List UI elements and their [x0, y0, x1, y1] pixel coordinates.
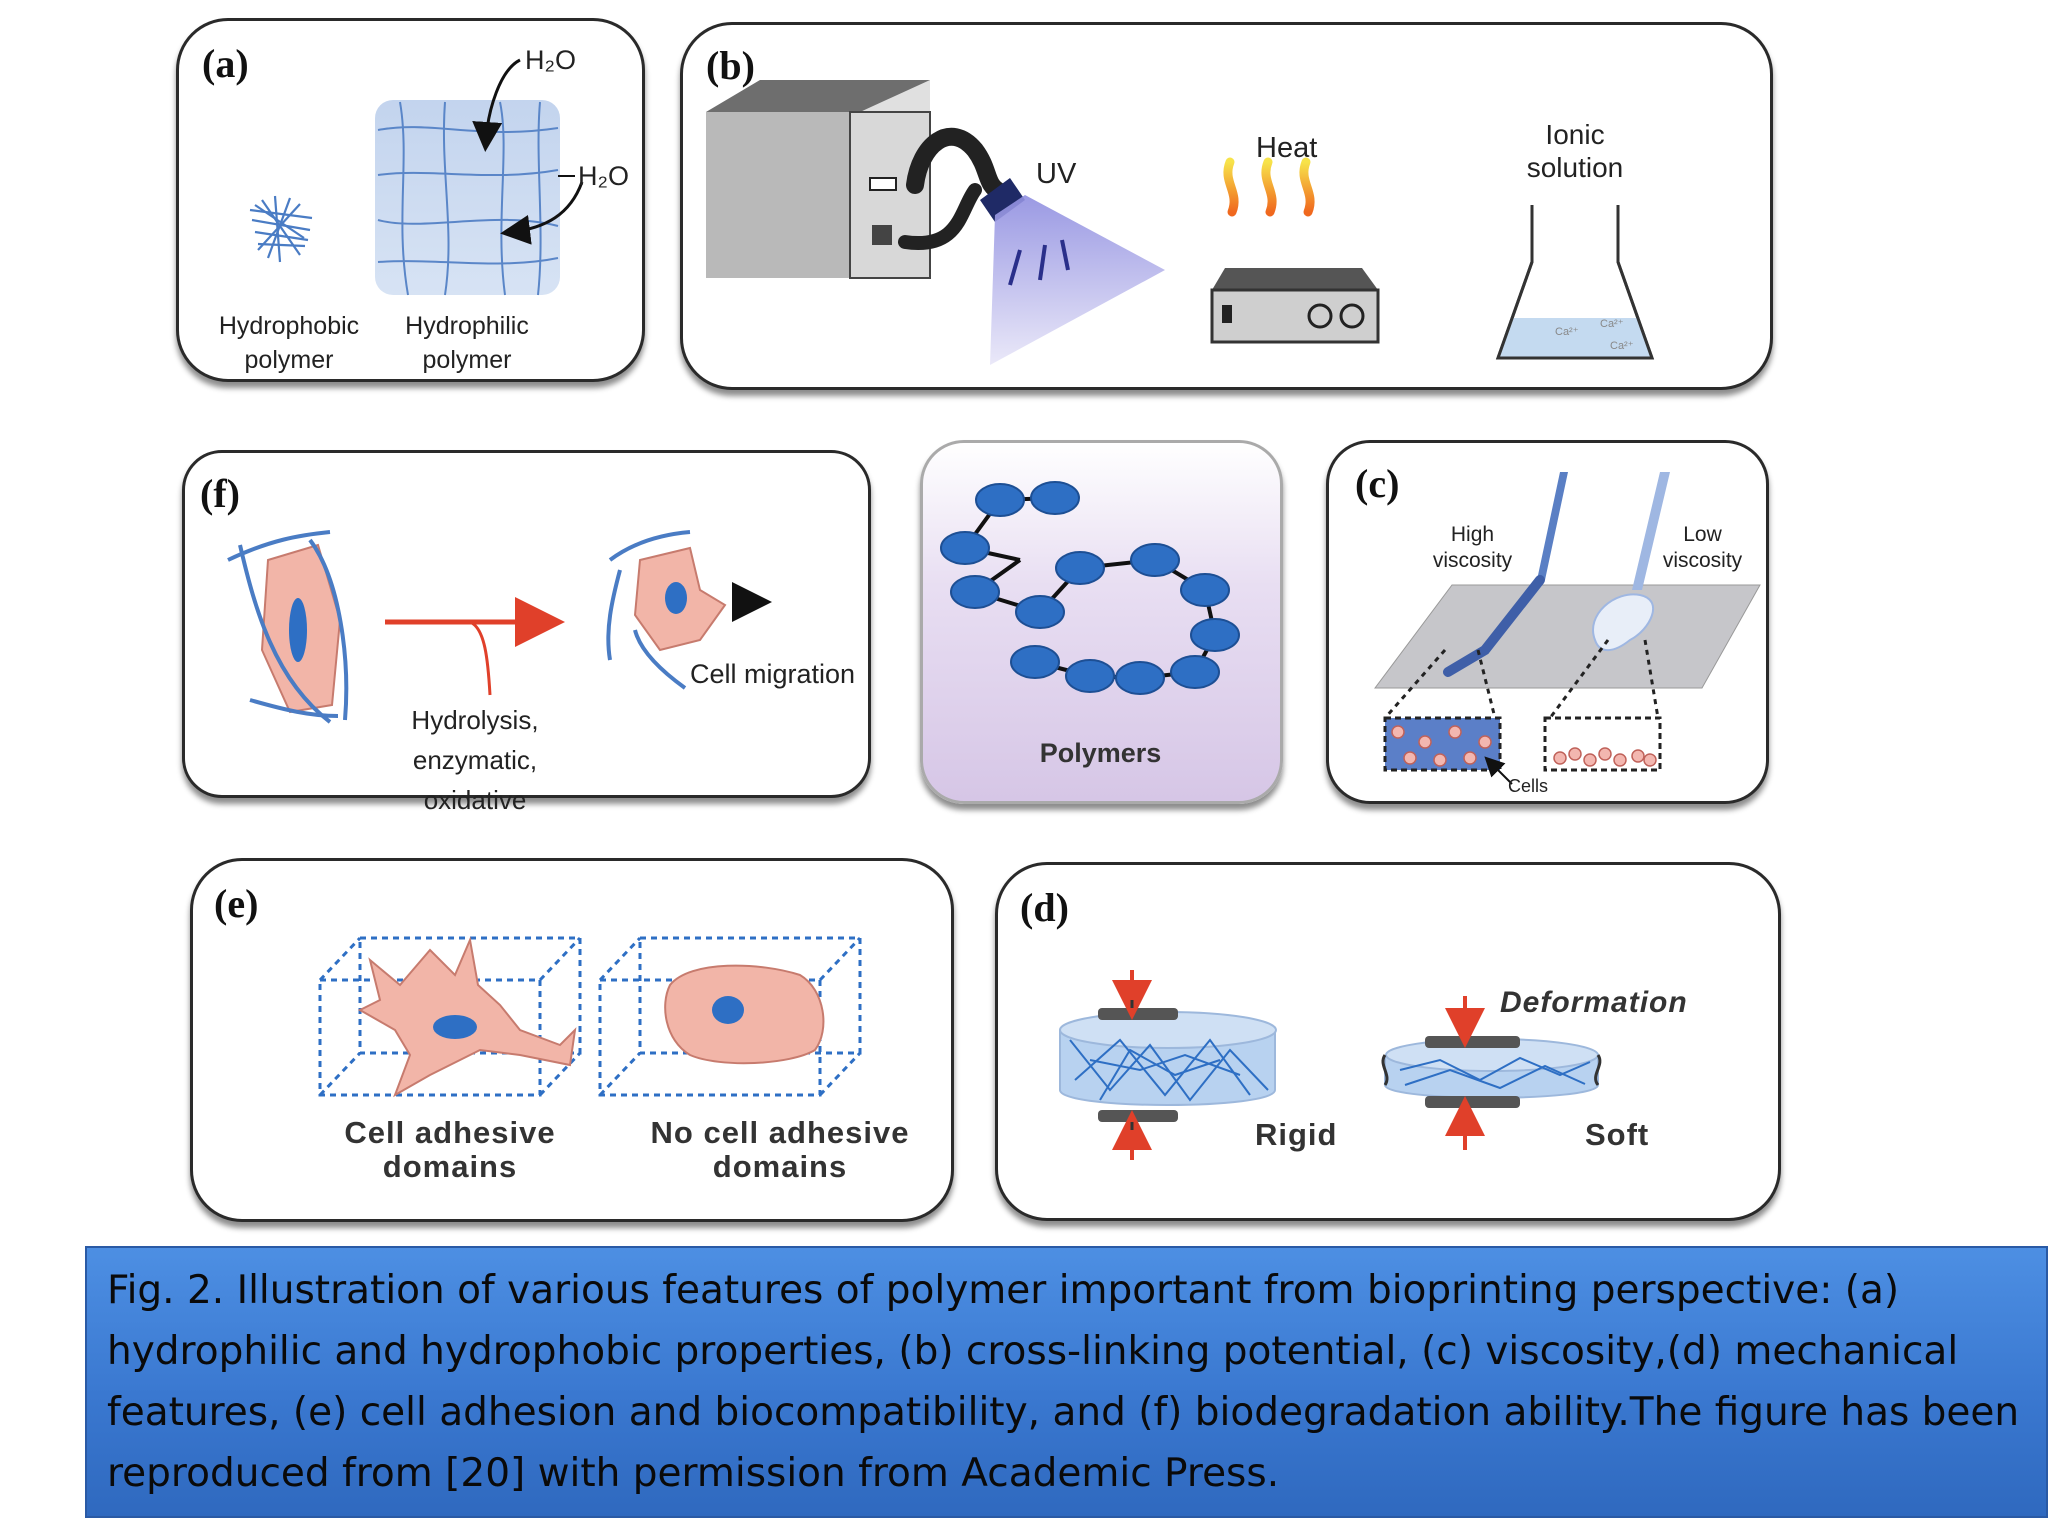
heat-label: Heat [1256, 132, 1318, 164]
panel-b-letter: (b) [706, 43, 755, 88]
water-label-top: H₂O [525, 45, 576, 75]
panel-c-letter: (c) [1355, 461, 1400, 506]
panel-e-letter: (e) [214, 881, 259, 926]
cell-migration-label: Cell migration [690, 659, 856, 689]
rigid-gel [1059, 970, 1277, 1160]
adhesive-domains-label: Cell adhesive domains [344, 1115, 556, 1184]
high-viscosity-label: High viscosity [1432, 523, 1513, 572]
water-arrow-top [472, 58, 521, 152]
uv-lamp [706, 80, 1165, 365]
ion-label-3: Ca²⁺ [1610, 340, 1634, 352]
deformation-label: Deformation [1500, 986, 1688, 1019]
high-viscosity-nozzle [1443, 472, 1568, 677]
rigid-label: Rigid [1255, 1117, 1338, 1152]
cell-after-degradation [606, 530, 727, 690]
figure-caption-box: Fig. 2. Illustration of various features… [85, 1246, 2048, 1518]
figure-caption: Fig. 2. Illustration of various features… [107, 1268, 2020, 1496]
degradation-arrow-branch [469, 620, 492, 696]
round-cell-nucleus [712, 996, 744, 1024]
hydrophobic-label: Hydrophobic polymer [218, 312, 360, 374]
soft-label: Soft [1585, 1117, 1650, 1152]
ion-label-2: Ca²⁺ [1600, 318, 1624, 330]
polymers-label: Polymers [1039, 738, 1162, 768]
round-cell [664, 964, 825, 1065]
hot-plate [1210, 157, 1380, 344]
cell-before-degradation [227, 530, 349, 724]
panel-a-letter: (a) [202, 41, 249, 86]
spread-cell-nucleus [433, 1015, 477, 1039]
cells-pointer [1484, 756, 1513, 785]
soft-gel [1381, 996, 1602, 1150]
hydrophilic-mesh [377, 101, 559, 296]
panel-f-letter: (f) [200, 471, 240, 516]
uv-label: UV [1036, 158, 1077, 190]
no-adhesive-domains-label: No cell adhesive domains [650, 1115, 910, 1184]
water-label-right: H₂O [578, 161, 629, 191]
panel-d-letter: (d) [1020, 885, 1069, 930]
low-viscosity-nozzle [1592, 472, 1670, 652]
hydrophilic-gel-block [375, 100, 560, 295]
cells-label: Cells [1508, 776, 1549, 796]
low-viscosity-label: Low viscosity [1662, 523, 1743, 572]
water-arrow-right [500, 181, 584, 245]
erlenmeyer-flask [1495, 205, 1655, 360]
ion-label-1: Ca²⁺ [1555, 326, 1579, 338]
hydrophobic-polymer-tangle [249, 195, 313, 263]
hydrophilic-label: Hydrophilic polymer [405, 312, 529, 374]
degradation-process-label: Hydrolysis, enzymatic, oxidative [411, 705, 539, 815]
ionic-solution-label: Ionic solution [1526, 119, 1624, 183]
